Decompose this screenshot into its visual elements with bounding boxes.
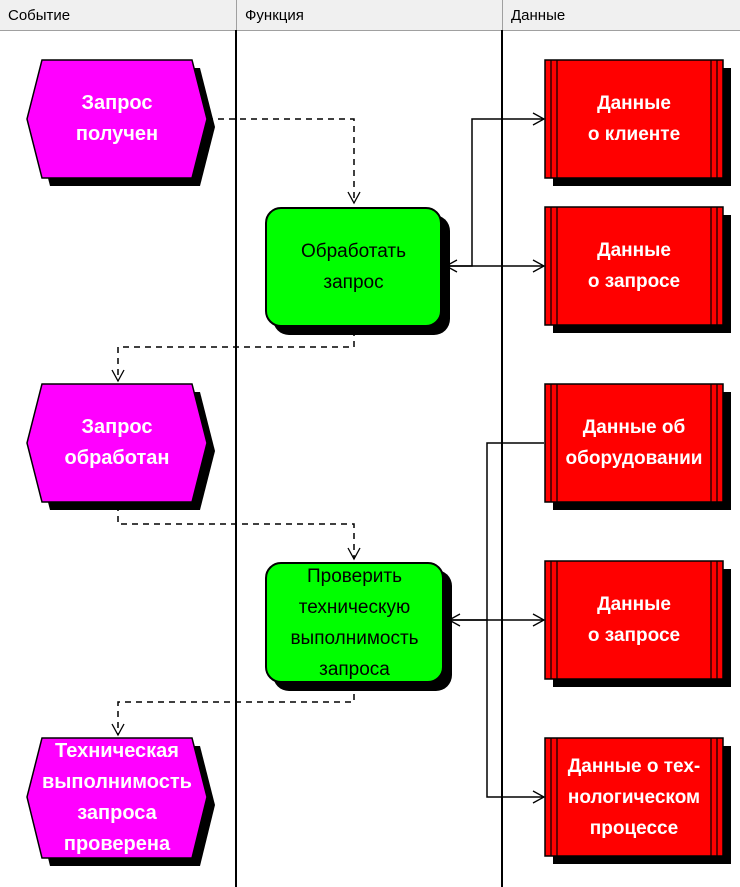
data-shape-process [544, 737, 731, 864]
data-shape-request-1 [544, 206, 731, 333]
lane-header-event: Событие [8, 7, 71, 24]
lane-header-data: Данные [511, 7, 566, 24]
header-divider [236, 0, 237, 30]
control-flow-connectors [111, 118, 361, 737]
lane-divider-function-data [501, 30, 503, 887]
data-flow-connectors [444, 112, 546, 804]
lane-divider-event-function [235, 30, 237, 887]
swimlane-header: Событие Функция Данные [0, 0, 740, 31]
event-shape-request-processed [26, 383, 215, 510]
event-shape-feasibility-checked [26, 737, 215, 866]
flow-function1-to-event2 [111, 330, 355, 383]
data-shape-request-2 [544, 560, 731, 687]
data-shape-equipment [544, 383, 731, 510]
data-shape-client [544, 59, 731, 186]
flow-event1-to-function1 [207, 118, 361, 205]
event-shape-request-received [26, 59, 215, 186]
header-divider [502, 0, 503, 30]
flow-event2-to-function2 [117, 505, 361, 561]
flow-function2-to-event3 [111, 683, 355, 737]
lane-header-function: Функция [245, 7, 304, 24]
flow-client-function1 [444, 112, 546, 273]
